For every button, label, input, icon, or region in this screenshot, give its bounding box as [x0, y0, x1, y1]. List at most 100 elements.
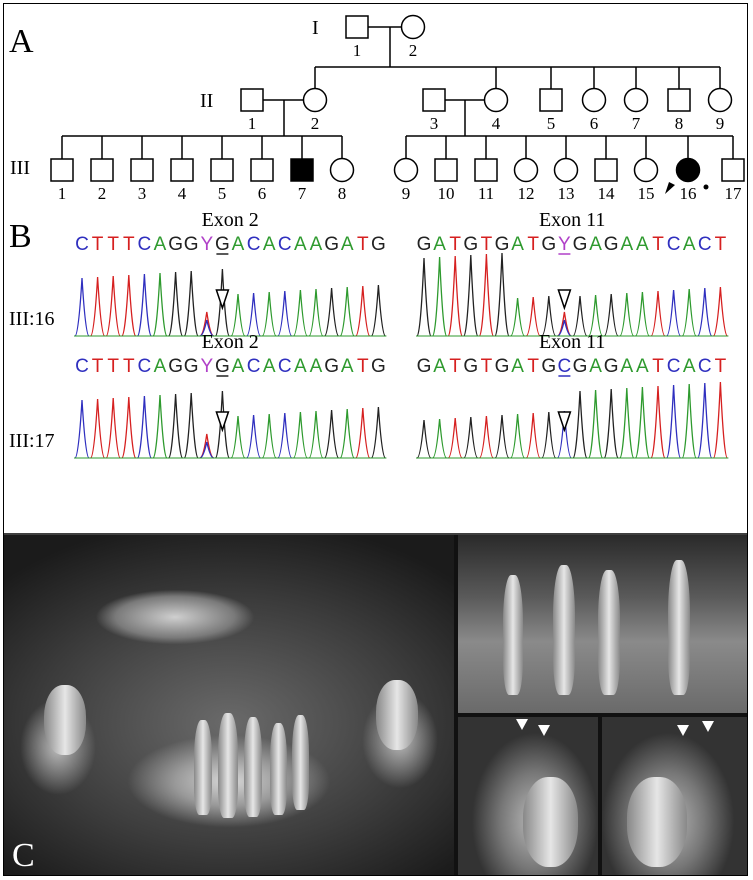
- exon-label: Exon 2: [202, 209, 259, 231]
- base-letter: A: [683, 234, 696, 255]
- individual-number: 4: [178, 184, 187, 199]
- base-letter: T: [449, 356, 461, 377]
- pedigree-individual: 17: [721, 158, 745, 199]
- panoramic-radiograph: C: [4, 535, 454, 875]
- pedigree-individual: 2: [302, 87, 328, 133]
- pedigree-individual: 16: [665, 157, 709, 199]
- base-letter: C: [698, 356, 712, 377]
- base-letter: C: [247, 356, 261, 377]
- chromatogram-trace: [74, 390, 387, 459]
- base-letter: G: [371, 356, 386, 377]
- base-letter: G: [541, 356, 556, 377]
- base-letter: G: [371, 234, 386, 255]
- pedigree-individual: 10: [434, 158, 458, 199]
- base-letter: A: [310, 356, 323, 377]
- arrowhead-marker: [538, 725, 550, 736]
- sample-label: III:16: [9, 308, 55, 330]
- base-letter: G: [184, 356, 199, 377]
- proband-arrow: [665, 182, 675, 194]
- base-letter: A: [433, 356, 446, 377]
- pedigree-individual: 14: [594, 158, 618, 199]
- base-letter: G: [324, 356, 339, 377]
- base-letter: G: [573, 234, 588, 255]
- pedigree-individual: 3: [422, 88, 446, 133]
- individual-number: 12: [518, 184, 535, 199]
- individual-number: 17: [725, 184, 743, 199]
- periapical-radiograph-incisors: [458, 535, 747, 713]
- variant-arrow: [215, 289, 230, 311]
- pedigree-individual: 4: [483, 87, 509, 133]
- base-letter: G: [573, 356, 588, 377]
- base-letter: Y: [200, 234, 213, 255]
- individual-number: 13: [558, 184, 575, 199]
- individual-number: 2: [311, 114, 320, 133]
- base-letter: T: [123, 234, 135, 255]
- pedigree-individual: 1: [345, 15, 369, 60]
- pedigree-individual: 2: [400, 14, 426, 60]
- individual-number: 4: [492, 114, 501, 133]
- exon-label: Exon 11: [539, 209, 605, 231]
- base-letter: C: [75, 234, 89, 255]
- pedigree-individual: 12: [513, 157, 539, 199]
- periapical-radiograph-molar-right: [602, 717, 747, 875]
- base-letter: C: [698, 234, 712, 255]
- base-letter: A: [636, 356, 649, 377]
- base-letter: A: [433, 234, 446, 255]
- individual-number: 8: [338, 184, 347, 199]
- pedigree-individual: 6: [581, 87, 607, 133]
- pedigree-individual: 8: [667, 88, 691, 133]
- chromatogram-trace: [416, 381, 729, 459]
- base-letter: G: [495, 356, 510, 377]
- base-letter: A: [294, 234, 307, 255]
- individual-number: 7: [632, 114, 641, 133]
- base-letter: A: [154, 234, 167, 255]
- pedigree-lines: [61, 26, 734, 159]
- base-letter: C: [138, 234, 152, 255]
- individual-number: 10: [438, 184, 455, 199]
- base-letter: A: [263, 234, 276, 255]
- base-letter: Y: [558, 234, 571, 255]
- arrowhead-marker: [516, 719, 528, 730]
- base-letter: A: [636, 234, 649, 255]
- base-letter: A: [310, 234, 323, 255]
- variant-arrow: [557, 289, 572, 311]
- base-letter: A: [511, 356, 524, 377]
- base-letter: A: [620, 234, 633, 255]
- pedigree-individual: 6: [250, 158, 274, 199]
- base-letter: C: [138, 356, 152, 377]
- base-letter: T: [481, 356, 493, 377]
- pedigree-individual: 9: [707, 87, 733, 133]
- base-letter: T: [92, 356, 104, 377]
- base-letter: Y: [200, 356, 213, 377]
- variant-arrow: [557, 411, 572, 433]
- base-letter: A: [589, 356, 602, 377]
- base-letter: C: [667, 234, 681, 255]
- base-letter: G: [417, 356, 432, 377]
- panel-label-a: A: [9, 23, 34, 60]
- pedigree-individual: 1: [240, 88, 264, 133]
- pedigree-individual: 2: [90, 158, 114, 199]
- base-letter: G: [541, 234, 556, 255]
- base-letter: G: [324, 234, 339, 255]
- base-letter: A: [294, 356, 307, 377]
- base-letter: C: [75, 356, 89, 377]
- base-letter: T: [652, 234, 664, 255]
- base-letter: A: [589, 234, 602, 255]
- sample-label: III:17: [9, 430, 55, 452]
- individual-number: 1: [353, 41, 362, 60]
- pedigree-individual: 7: [623, 87, 649, 133]
- base-letter: G: [168, 356, 183, 377]
- pedigree-individual: 15: [633, 157, 659, 199]
- arrowhead-marker: [677, 725, 689, 736]
- base-letter: A: [232, 356, 245, 377]
- base-letter: T: [527, 356, 539, 377]
- individual-number: 8: [675, 114, 684, 133]
- individual-number: 14: [598, 184, 616, 199]
- pedigree-individual: 11: [474, 158, 498, 199]
- base-letter: T: [107, 356, 119, 377]
